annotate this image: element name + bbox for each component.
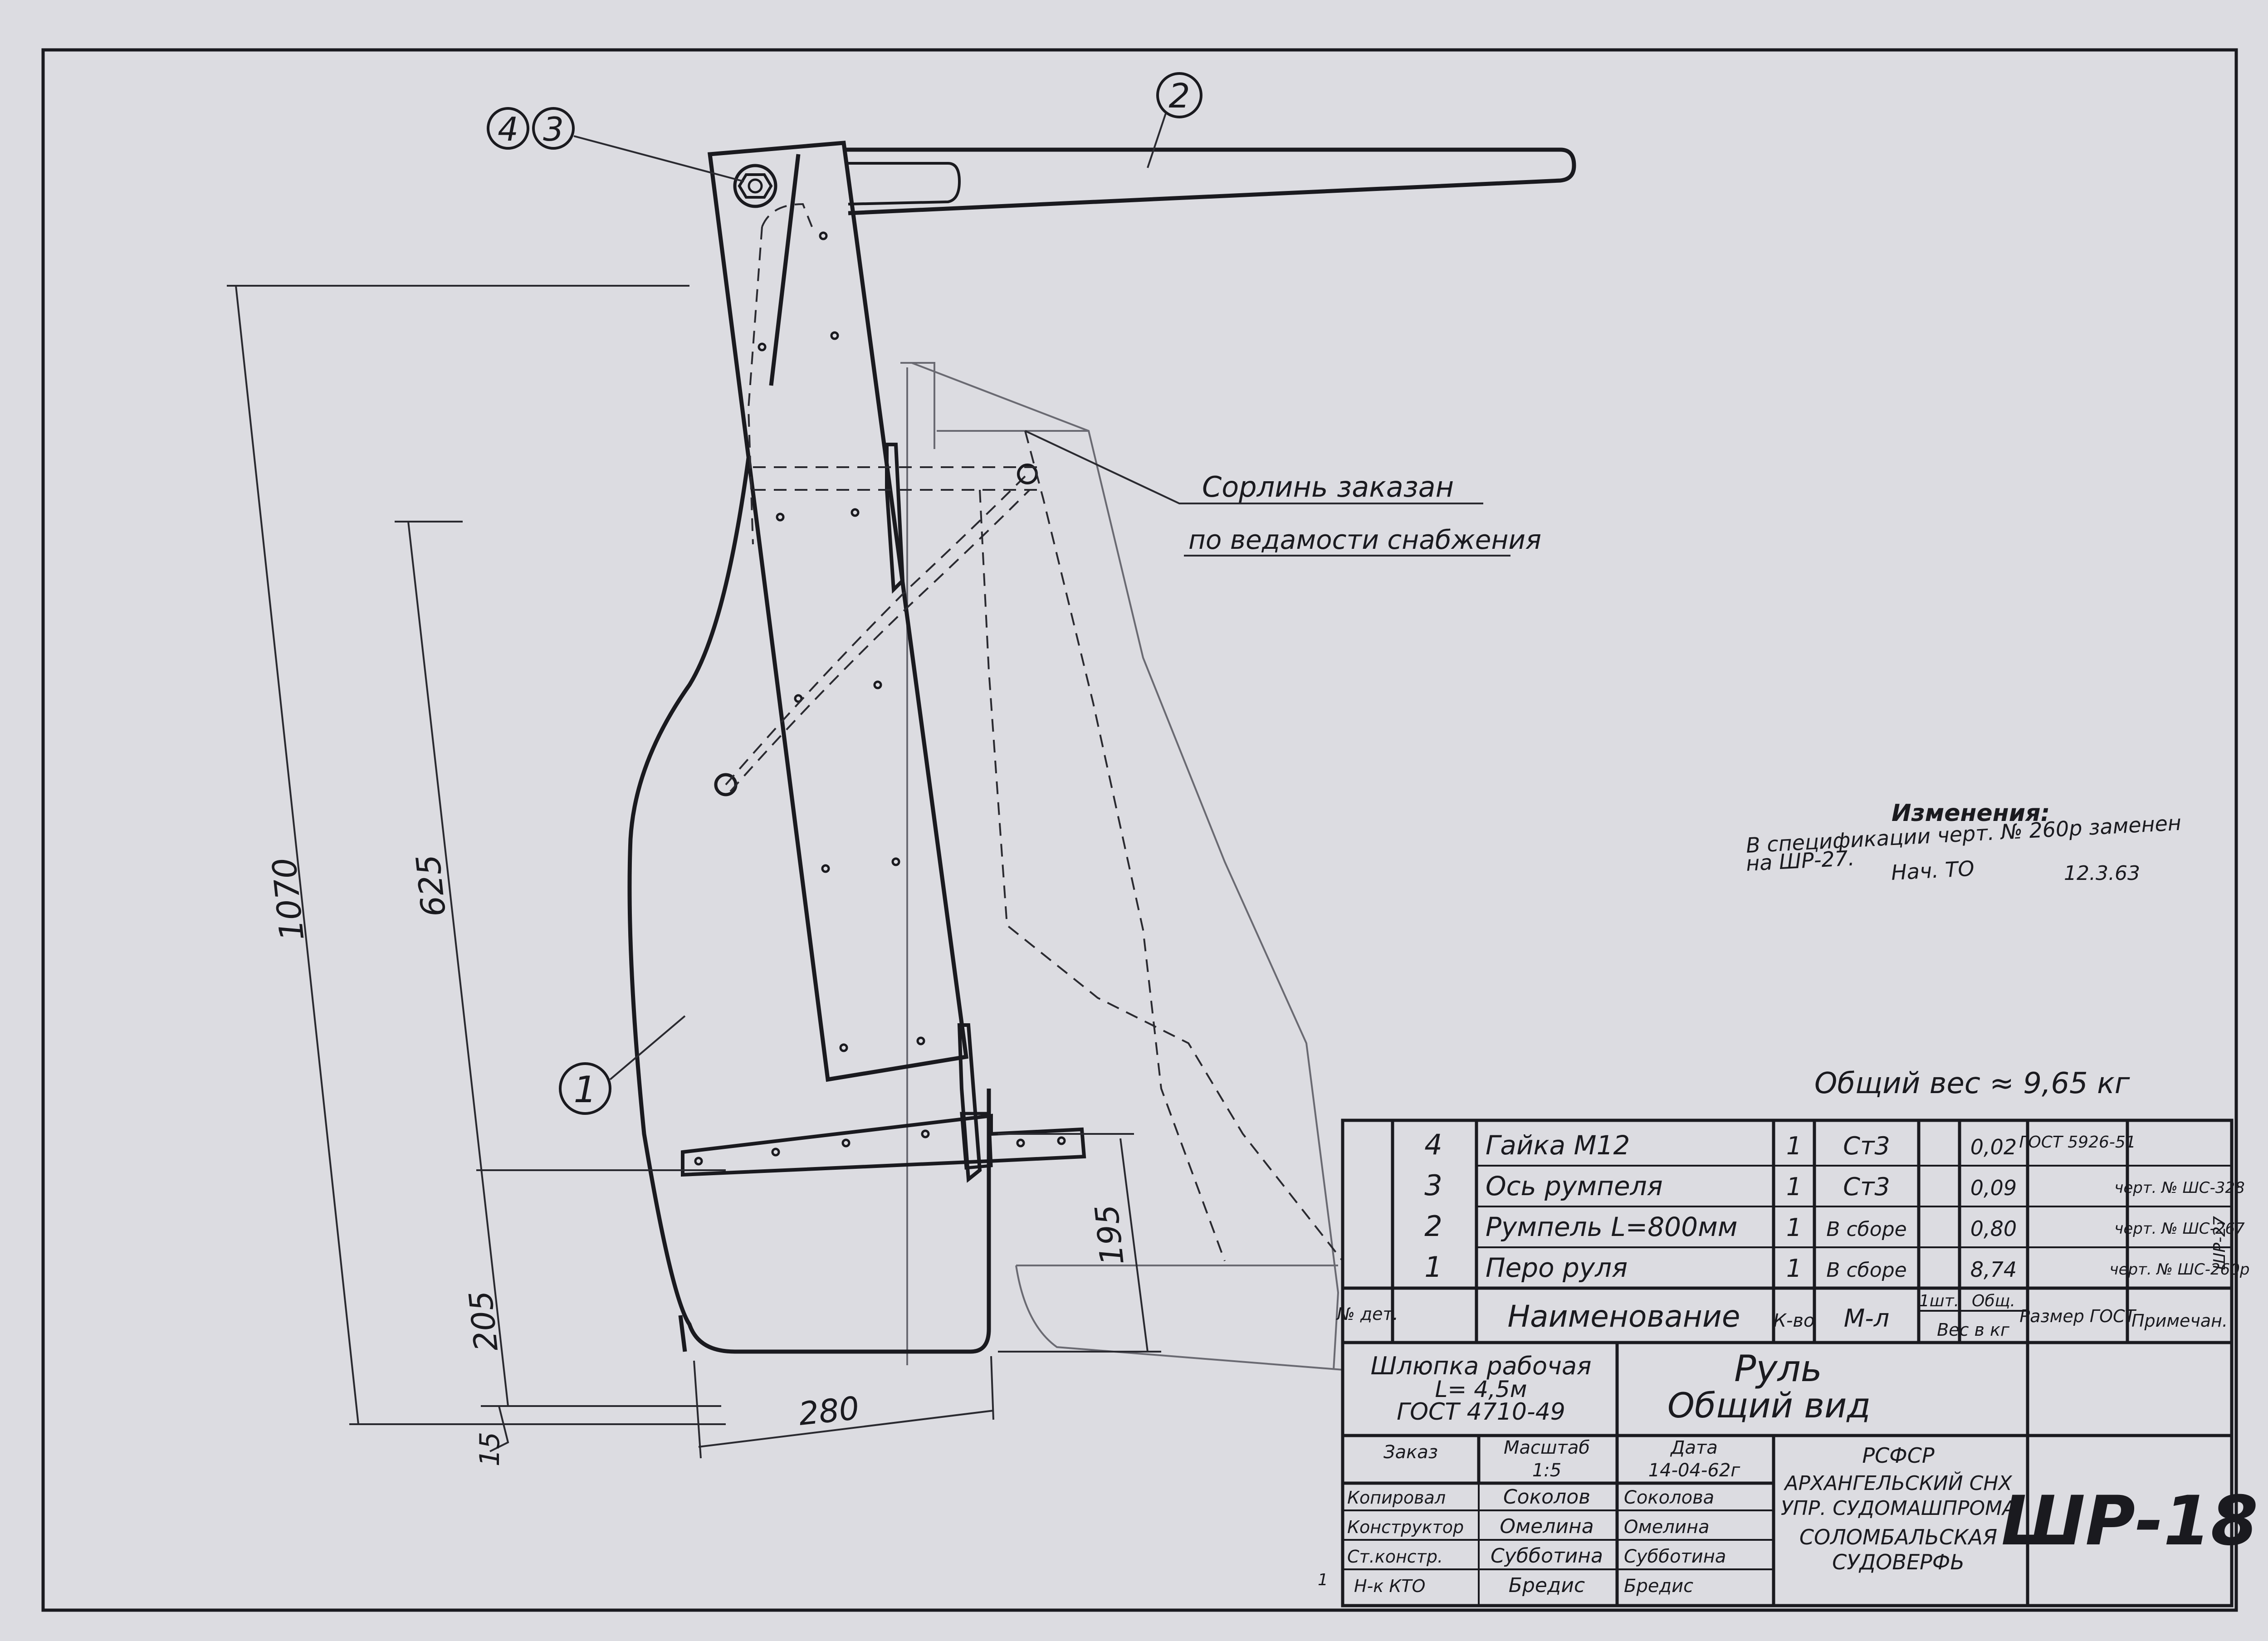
row3-material: Ст3 (1843, 1172, 1890, 1201)
row2-note: черт. № ШС-267 (2114, 1220, 2245, 1238)
dim-15: 15 (474, 1432, 506, 1466)
total-weight: Общий вес ≈ 9,65 кг (1814, 1067, 2130, 1100)
parts-table-grid (1341, 1118, 2234, 1607)
rudder-stock-plate (707, 141, 969, 1082)
sorlin-note-line2: по ведамости снабжения (1188, 524, 1541, 555)
name-3: Субботина (1624, 1546, 1726, 1567)
hdr-material: М-л (1844, 1304, 1890, 1333)
drawing-number: ШР-18 (2001, 1482, 2258, 1561)
org-line3: УПР. СУДОМАШПРОМА (1781, 1497, 2016, 1520)
date-value: 14-04-62г (1648, 1460, 1741, 1481)
row3-qty: 1 (1786, 1172, 1802, 1201)
dim-1070: 1070 (265, 856, 312, 943)
dim-195: 195 (1088, 1203, 1131, 1267)
hdr-weight-one: 1шт. (1919, 1292, 1959, 1310)
parts-table: 4 Гайка М12 1 Ст3 0,02 ГОСТ 5926-51 3 Ос… (1336, 1128, 2249, 1340)
callout-4: 4 (498, 110, 518, 148)
row1-weight: 8,74 (1970, 1257, 2017, 1282)
note-correction: ШР-27 (2210, 1216, 2229, 1270)
row2-weight: 0,80 (1970, 1216, 2017, 1241)
name-1: Соколова (1624, 1487, 1714, 1508)
sheet-mark: 1 (1318, 1571, 1328, 1589)
callout-2: 2 (1168, 77, 1190, 116)
callout-circles (487, 72, 1202, 1115)
tiller (844, 147, 1576, 215)
sign-3: Субботина (1491, 1544, 1603, 1568)
role-3: Ст.констр. (1347, 1547, 1443, 1567)
dim-280: 280 (797, 1389, 861, 1433)
row1-note: черт. № ШС-260р (2109, 1260, 2249, 1279)
row3-weight: 0,09 (1970, 1176, 2017, 1200)
hdr-qty: К-во (1774, 1310, 1815, 1331)
hdr-name: Наименование (1508, 1299, 1740, 1334)
dimension-lines (227, 285, 1161, 1459)
gudgeon-strap (681, 1114, 1086, 1177)
role-2: Конструктор (1347, 1517, 1464, 1537)
row2-num: 2 (1424, 1210, 1442, 1243)
hdr-weight-total: Общ. (1972, 1292, 2015, 1310)
org-line4: СОЛОМБАЛЬСКАЯ (1799, 1525, 1997, 1549)
scale-label: Масштаб (1504, 1437, 1590, 1458)
sign-1: Соколов (1503, 1485, 1590, 1509)
vessel-line2: L= 4,5м (1435, 1376, 1527, 1402)
role-4: Н-к КТО (1354, 1576, 1425, 1596)
org-line2: АРХАНГЕЛЬСКИЙ СНХ (1783, 1471, 2012, 1495)
org-line1: РСФСР (1862, 1443, 1935, 1468)
drawing-title: Руль (1734, 1348, 1822, 1390)
hdr-weight-unit: Вес в кг (1937, 1320, 2010, 1340)
sorlin-note-line1: Сорлинь заказан (1202, 470, 1454, 503)
order-label: Заказ (1383, 1442, 1438, 1463)
title-block: Шлюпка рабочая L= 4,5м ГОСТ 4710-49 Руль… (1318, 1348, 2258, 1597)
row4-qty: 1 (1786, 1132, 1802, 1160)
sign-4: Бредис (1509, 1574, 1585, 1597)
sign-2: Омелина (1500, 1515, 1593, 1538)
role-1: Копировал (1347, 1488, 1446, 1508)
callout-1: 1 (574, 1069, 597, 1111)
row2-qty: 1 (1786, 1213, 1802, 1242)
changes-title: Изменения: (1892, 800, 2050, 827)
row3-name: Ось румпеля (1486, 1171, 1663, 1201)
row2-name: Румпель L=800мм (1486, 1211, 1737, 1242)
dim-205: 205 (462, 1289, 505, 1353)
scale-value: 1:5 (1532, 1460, 1561, 1481)
row3-num: 3 (1424, 1169, 1442, 1202)
hdr-note: Примечан. (2131, 1311, 2228, 1331)
tiller-nut (733, 164, 777, 208)
row4-size: ГОСТ 5926-51 (2019, 1133, 2136, 1152)
row1-num: 1 (1424, 1250, 1442, 1284)
vessel-line1: Шлюпка рабочая (1370, 1352, 1591, 1380)
row1-name: Перо руля (1486, 1252, 1628, 1283)
name-2: Омелина (1624, 1517, 1710, 1538)
hdr-size: Размер ГОСТ (2019, 1306, 2136, 1326)
row1-material: В сборе (1826, 1259, 1906, 1282)
changes-line2: на ШР-27. (1745, 846, 1855, 876)
row4-material: Ст3 (1843, 1132, 1890, 1160)
vessel-line3: ГОСТ 4710-49 (1397, 1398, 1565, 1426)
name-4: Бредис (1624, 1576, 1693, 1597)
drawing-frame (41, 48, 2238, 1612)
row2-material: В сборе (1826, 1218, 1906, 1241)
row3-note: черт. № ШС-328 (2114, 1179, 2244, 1197)
dim-625: 625 (409, 853, 453, 918)
date-label: Дата (1670, 1437, 1718, 1458)
changes-date: 12.3.63 (2064, 862, 2140, 885)
row4-num: 4 (1424, 1128, 1442, 1161)
row1-qty: 1 (1786, 1254, 1802, 1283)
rudder-blade (627, 154, 991, 1354)
callout-3: 3 (543, 110, 564, 148)
drawing-subtitle: Общий вид (1667, 1385, 1871, 1426)
row4-name: Гайка М12 (1486, 1130, 1630, 1161)
org-line5: СУДОВЕРФЬ (1832, 1550, 1965, 1574)
hdr-num: № дет. (1336, 1304, 1398, 1324)
row4-weight: 0,02 (1970, 1135, 2017, 1159)
changes-sign: Нач. ТО (1891, 856, 1975, 885)
rudder-drawing (627, 141, 1576, 1371)
